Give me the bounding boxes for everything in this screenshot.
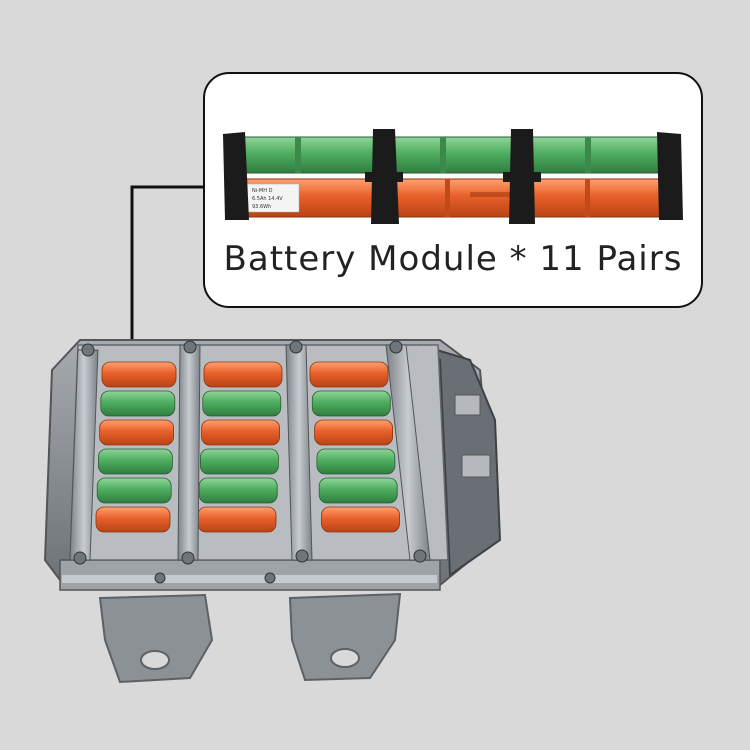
label-line-3: 93.6Wh [252,204,271,210]
pack-cell-orange [101,361,177,388]
callout-caption: Battery Module * 11 Pairs [223,239,683,279]
label-line-2: 6.5Ah 14.4V [252,196,283,202]
orange-cell-module [229,178,676,218]
pack-cell-green [318,477,398,504]
pack-cell-green [311,390,391,417]
mounting-brackets [98,592,402,684]
pack-cell-orange [197,506,277,533]
pack-cell-orange [314,419,394,446]
pack-cell-green [198,477,278,504]
pack-cell-green [199,448,279,475]
pack-cell-green [98,448,173,475]
pack-cell-orange [99,419,174,446]
pack-cell-orange [203,361,283,388]
pack-cell-orange [201,419,281,446]
pack-cell-orange [321,506,400,533]
pack-cell-green [202,390,282,417]
pack-cell-orange [95,506,171,533]
pack-cell-orange [309,361,389,388]
module-clamps [223,129,683,224]
pack-cell-green [316,448,396,475]
module-illustration: Ni-MH D 6.5Ah 14.4V 93.6Wh [223,129,683,224]
pack-cell-green [100,390,176,417]
callout-box: Ni-MH D 6.5Ah 14.4V 93.6Wh Battery Modul… [203,72,703,308]
connector-line [130,185,205,383]
pack-cell-green [96,477,172,504]
frame-rails [69,340,431,584]
label-line-1: Ni-MH D [252,188,273,194]
cell-array [95,361,400,533]
green-cell-module [229,136,676,174]
